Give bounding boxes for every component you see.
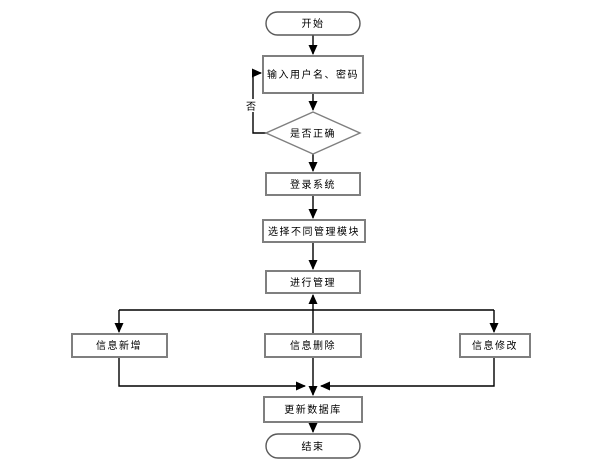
login-system-shape — [265, 172, 361, 196]
edge-add-to-merge — [118, 357, 306, 391]
node-perform-management: 进行管理 — [265, 270, 361, 294]
edge-label-no: 否 — [244, 99, 259, 113]
input-credentials-shape — [262, 55, 364, 94]
input-credentials-label: 输入用户名、密码 — [267, 68, 359, 81]
node-select-module: 选择不同管理模块 — [262, 219, 366, 243]
info-delete-label: 信息删除 — [290, 339, 336, 352]
node-is-correct-decision: 是否正确 — [264, 111, 362, 155]
edge-label-no-bg — [244, 99, 259, 112]
edge-modify-to-merge — [320, 357, 495, 391]
perform-management-shape — [265, 270, 361, 294]
node-info-delete: 信息删除 — [264, 333, 362, 358]
info-delete-shape — [264, 333, 362, 358]
end-label: 结束 — [302, 440, 325, 453]
start-terminator-shape — [265, 11, 361, 36]
node-input-credentials: 输入用户名、密码 — [262, 55, 364, 94]
is-correct-diamond-shape — [264, 111, 362, 155]
info-add-shape — [71, 333, 168, 358]
node-login-system: 登录系统 — [265, 172, 361, 196]
info-modify-shape — [459, 333, 531, 358]
end-terminator-shape — [265, 433, 361, 459]
start-label: 开始 — [302, 17, 325, 30]
node-info-modify: 信息修改 — [459, 333, 531, 358]
node-info-add: 信息新增 — [71, 333, 168, 358]
info-add-label: 信息新增 — [96, 339, 142, 352]
update-database-shape — [263, 396, 363, 423]
is-correct-label: 是否正确 — [290, 127, 336, 140]
update-database-label: 更新数据库 — [284, 403, 342, 416]
connectors — [114, 35, 499, 433]
node-start: 开始 — [265, 11, 361, 36]
perform-management-label: 进行管理 — [290, 276, 336, 289]
edge-label-no-text: 否 — [246, 101, 256, 113]
select-module-label: 选择不同管理模块 — [268, 225, 360, 238]
login-system-label: 登录系统 — [290, 178, 336, 191]
select-module-shape — [262, 219, 366, 243]
node-end: 结束 — [265, 433, 361, 459]
node-update-database: 更新数据库 — [263, 396, 363, 423]
info-modify-label: 信息修改 — [472, 339, 518, 352]
